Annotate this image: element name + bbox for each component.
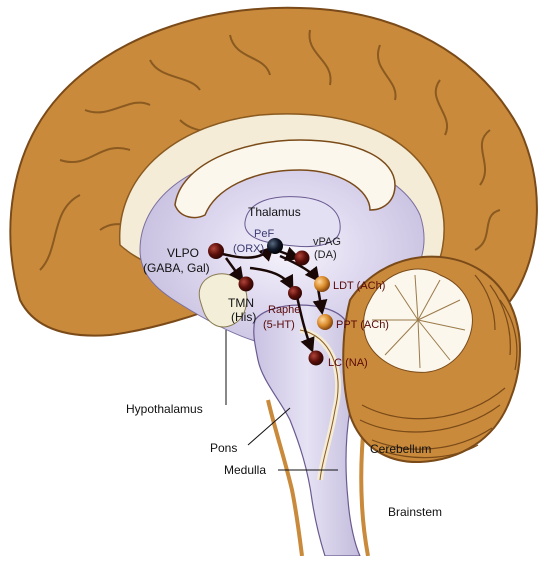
- corpus-callosum: [174, 139, 396, 219]
- tmn-nucleus: [238, 276, 254, 292]
- pef-nucleus: [267, 238, 283, 254]
- label-ppt: PPT (ACh): [336, 319, 389, 331]
- pons-pointer: [247, 407, 291, 446]
- label-pons: Pons: [210, 441, 237, 455]
- label-raphe: Raphe: [268, 304, 300, 316]
- label-tmn: TMN: [228, 296, 254, 310]
- label-vpag-nt: (DA): [314, 249, 337, 261]
- label-pef-nt: (ORX): [233, 243, 264, 255]
- ppt-nucleus: [317, 314, 333, 330]
- label-vlpo-nt: (GABA, Gal): [143, 261, 210, 275]
- label-medulla: Medulla: [224, 463, 266, 477]
- label-lc: LC (NA): [328, 357, 368, 369]
- cerebellum: [342, 255, 521, 464]
- lc-nucleus: [308, 350, 324, 366]
- label-thalamus: Thalamus: [248, 205, 301, 219]
- label-raphe-nt: (5-HT): [263, 319, 295, 331]
- projection-arrows: [217, 245, 328, 353]
- label-pef: PeF: [254, 228, 274, 240]
- vlpo-nucleus: [208, 243, 224, 259]
- raphe-nucleus: [288, 286, 302, 300]
- label-tmn-nt: (His): [231, 310, 256, 324]
- label-vpag: vPAG: [313, 236, 341, 248]
- label-vlpo: VLPO: [167, 246, 199, 260]
- label-hypothalamus: Hypothalamus: [126, 402, 203, 416]
- label-cerebellum: Cerebellum: [370, 442, 431, 456]
- vpag-nucleus: [294, 250, 310, 266]
- label-ldt: LDT (ACh): [333, 280, 385, 292]
- ldt-nucleus: [314, 276, 330, 292]
- spinal-cord-sheath: [266, 399, 304, 557]
- label-brainstem: Brainstem: [388, 505, 442, 519]
- hypothalamus-outline: [198, 273, 248, 328]
